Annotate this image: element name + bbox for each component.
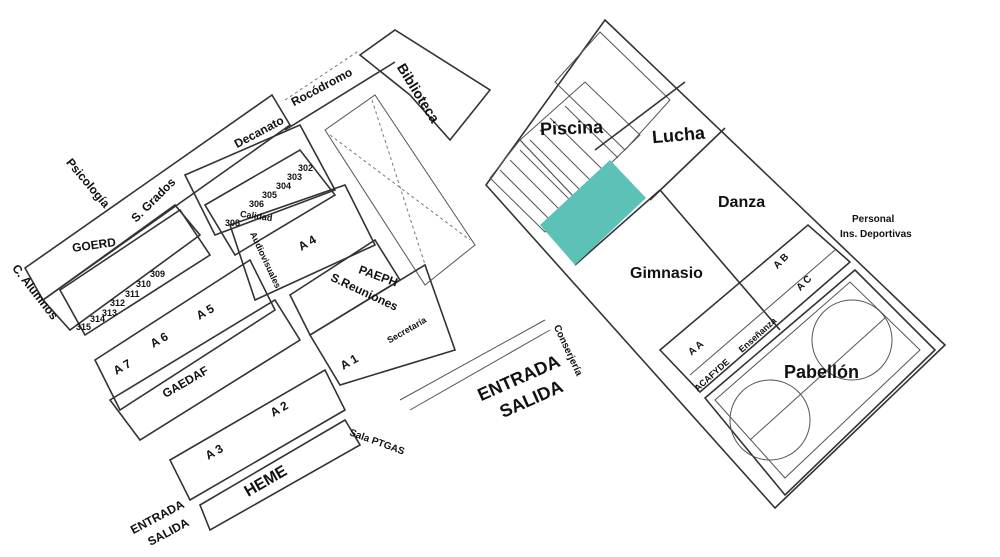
- room-number: 306: [249, 199, 265, 209]
- pool-lanes: [499, 105, 619, 226]
- room-number: 304: [276, 181, 292, 191]
- room-number: 310: [136, 279, 152, 289]
- library-block-walls: [284, 29, 492, 286]
- room-number: 312: [110, 298, 126, 308]
- room-label-piscina: Piscina: [539, 116, 604, 140]
- room-number: 302: [298, 163, 314, 173]
- room-number: 314: [90, 314, 106, 324]
- room-number: 303: [287, 172, 303, 182]
- room-number: 315: [76, 322, 92, 332]
- room-number: 311: [125, 289, 140, 299]
- room-number: 309: [150, 269, 166, 279]
- sports-complex-walls: [484, 18, 947, 510]
- room-label-personal: Personal: [852, 214, 895, 225]
- room-label-gimnasio: Gimnasio: [630, 265, 703, 282]
- academic-building-walls: [23, 93, 551, 532]
- highlighted-room[interactable]: [540, 160, 646, 265]
- room-label-danza: Danza: [718, 194, 766, 211]
- room-number: 308: [225, 218, 241, 228]
- room-number: 305: [262, 190, 278, 200]
- room-number: 313: [102, 308, 118, 318]
- room-label-pabellon: Pabellón: [784, 362, 860, 382]
- room-label-ins-deportivas: Ins. Deportivas: [840, 229, 912, 240]
